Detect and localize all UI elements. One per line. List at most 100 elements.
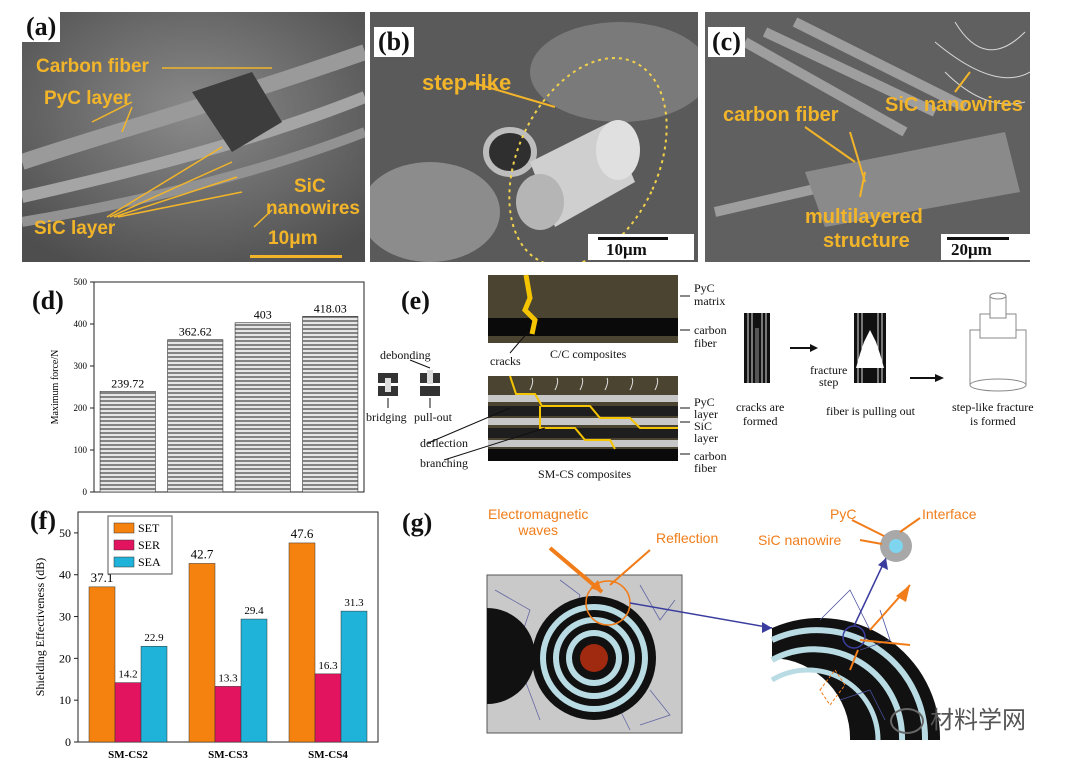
- y-axis-label: Maximum force/N: [50, 350, 61, 425]
- bar-ser: [114, 682, 142, 743]
- x-tick-label: SM-CS4: [308, 749, 348, 761]
- legend-label: SEA: [138, 555, 161, 569]
- bar-value-label: 22.9: [144, 632, 164, 644]
- panel-a-label: (a): [22, 12, 61, 42]
- x-tick-label: SM-CS4: [309, 497, 351, 500]
- y-axis-label: Shielding Effectiveness (dB): [33, 558, 47, 696]
- g-partial-fiber: [487, 608, 535, 704]
- bar-ser: [214, 686, 242, 743]
- panel-c-label: (c): [708, 27, 745, 57]
- scalebar-c-box: 20μm: [941, 234, 1030, 260]
- panel-b-sem-image: step-like 10μm: [370, 12, 698, 262]
- panel-e-schematic: [378, 274, 1027, 461]
- legend-swatch: [113, 556, 135, 568]
- annotation-nanowires: nanowires: [266, 198, 360, 219]
- legend-label: SET: [138, 521, 160, 535]
- bar: [99, 391, 156, 493]
- y-tick-label: 0: [83, 487, 88, 497]
- label-bridging: bridging: [366, 410, 407, 424]
- bar-value-label: 29.4: [244, 605, 264, 617]
- panel-f-label: (f): [26, 506, 60, 536]
- annotation-sic: SiC: [294, 176, 326, 197]
- panel-b-label: (b): [374, 27, 414, 57]
- label-fiber-pulling: fiber is pulling out: [826, 404, 915, 418]
- x-tick-label: SM-CS3: [242, 497, 284, 500]
- x-tick-label: SM-CS2: [174, 497, 216, 500]
- bar-sea: [140, 645, 168, 743]
- chart-f-shielding: 0102030405037.114.222.9SM-CS242.713.329.…: [33, 511, 379, 761]
- label-cracks: cracks: [490, 354, 521, 368]
- label-debonding: debonding: [380, 348, 431, 362]
- scalebar-b-line: [598, 237, 668, 240]
- scalebar-b: 10μm: [606, 240, 647, 259]
- y-tick-label: 50: [59, 526, 71, 540]
- annotation-sic-layer: SiC layer: [34, 218, 116, 239]
- bar-value-label: 418.03: [314, 301, 347, 315]
- scalebar-a: 10μm: [268, 228, 318, 249]
- y-tick-label: 300: [74, 361, 88, 371]
- label-pull-out: pull-out: [414, 410, 452, 424]
- chart-d-max-force: 0100200300400500239.72C/C362.62SM-CS2403…: [50, 277, 365, 500]
- bar-set: [188, 563, 216, 743]
- y-tick-label: 100: [74, 445, 88, 455]
- x-tick-label: SM-CS3: [208, 749, 248, 761]
- label-pyc: PyC: [830, 506, 857, 522]
- y-tick-label: 500: [74, 277, 88, 287]
- bar-sea: [240, 618, 268, 743]
- y-tick-label: 400: [74, 319, 88, 329]
- annotation-multilayered: multilayered: [805, 206, 923, 228]
- y-tick-label: 40: [59, 568, 71, 582]
- bar-set: [288, 542, 316, 743]
- scalebar-a-line: [250, 255, 342, 258]
- label-interface: Interface: [922, 506, 977, 522]
- bar-value-label: 14.2: [118, 669, 137, 681]
- panel-e-label: (e): [397, 286, 434, 316]
- bar-set: [88, 586, 116, 743]
- annotation-carbon-fiber: Carbon fiber: [36, 56, 149, 77]
- label-branching: branching: [420, 456, 468, 470]
- bar-sea: [340, 610, 368, 743]
- y-tick-label: 20: [59, 651, 71, 665]
- bar-value-label: 13.3: [218, 672, 238, 684]
- wechat-icon: [890, 708, 924, 734]
- bar-value-label: 362.62: [179, 325, 212, 339]
- x-tick-label: C/C: [118, 497, 137, 500]
- scalebar-b-box: 10μm: [588, 234, 694, 260]
- legend-swatch: [113, 539, 135, 551]
- y-tick-label: 10: [59, 693, 71, 707]
- scalebar-c: 20μm: [951, 240, 992, 259]
- label-sic-nanowire: SiC nanowire: [758, 532, 842, 548]
- watermark-text: 材料学网: [930, 706, 1026, 734]
- annotation-structure: structure: [823, 230, 910, 252]
- cc-crack: [522, 274, 538, 335]
- g-fiber-cross-section: [532, 596, 656, 720]
- panel-b-illustration: [370, 12, 698, 262]
- bar: [234, 322, 291, 493]
- y-tick-label: 30: [59, 610, 71, 624]
- bar-value-label: 403: [254, 308, 272, 322]
- x-tick-label: SM-CS2: [108, 749, 148, 761]
- panel-a-sem-image: Carbon fiber PyC layer SiC layer SiC nan…: [22, 12, 365, 262]
- y-tick-label: 200: [74, 403, 88, 413]
- panel-d-label: (d): [28, 286, 68, 316]
- y-tick-label: 0: [65, 735, 71, 749]
- bar-value-label: 16.3: [318, 660, 338, 672]
- annotation-step-like: step-like: [422, 70, 512, 95]
- legend-swatch: [113, 522, 135, 534]
- label-smcs-composites: SM-CS composites: [538, 467, 632, 481]
- label-deflection: deflection: [420, 436, 468, 450]
- panel-g-label: (g): [398, 508, 437, 538]
- bar: [302, 316, 359, 493]
- label-cc-composites: C/C composites: [550, 347, 627, 361]
- panel-c-sem-image: carbon fiber SiC nanowires multilayered …: [705, 12, 1030, 262]
